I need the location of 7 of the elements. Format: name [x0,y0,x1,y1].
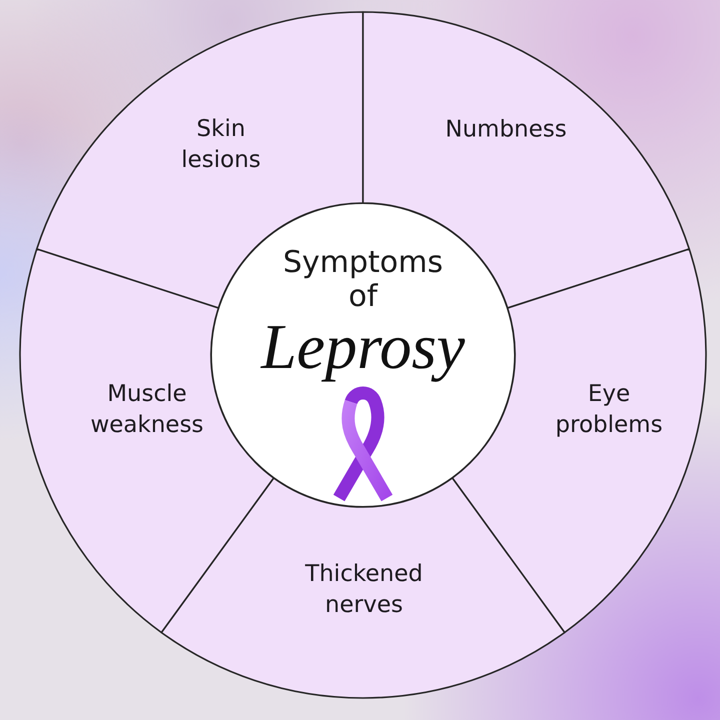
symptom-label: Thickened nerves [305,560,423,620]
symptom-label: Eye problems [555,380,663,440]
wheel-segment [160,476,566,699]
symptom-label: Numbness [445,116,567,144]
heading-text: Symptoms of [282,246,444,314]
symptom-label: Skin lesions [181,115,261,175]
symptom-label: Muscle weakness [90,380,204,440]
